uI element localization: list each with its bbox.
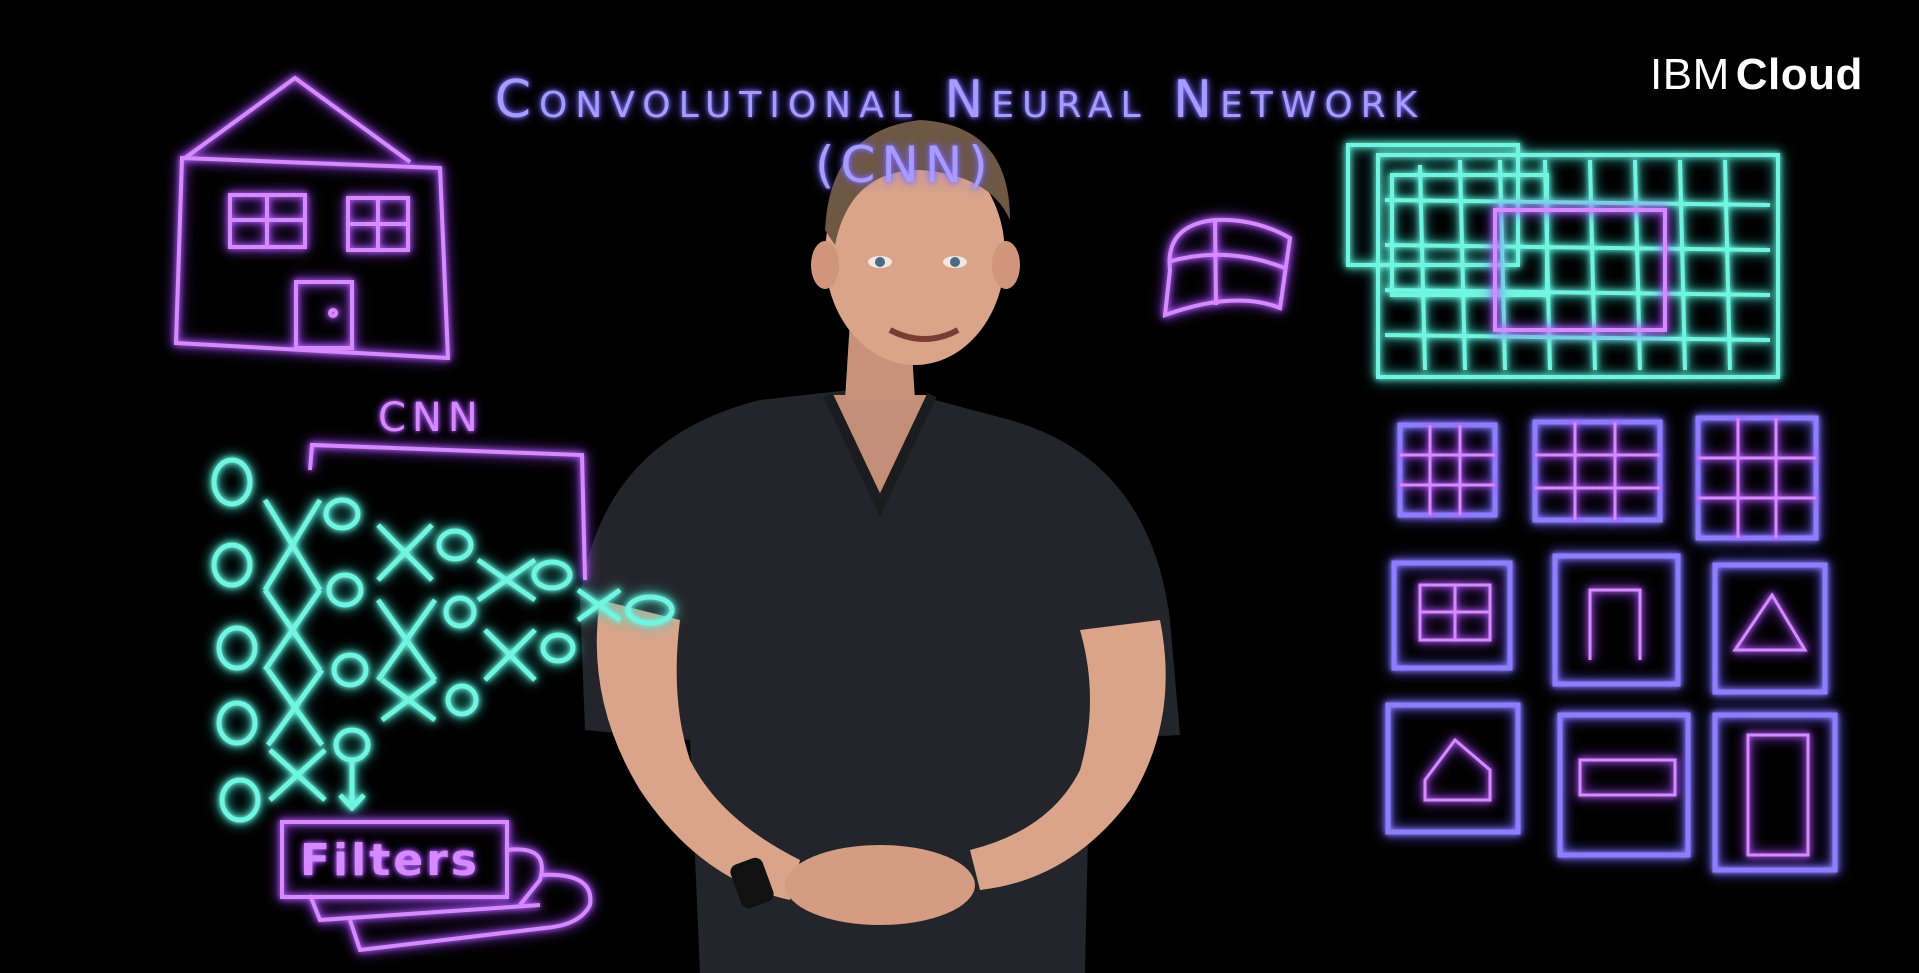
- board-title-abbrev: (CNN): [815, 136, 994, 194]
- neural-net-nodes-icon: [211, 457, 675, 823]
- board-title: Convolutional Neural Network: [494, 70, 1426, 130]
- window-feature-icon: [1162, 217, 1293, 318]
- diagram-label: CNN: [378, 395, 484, 441]
- pixel-grid-icon: [1346, 143, 1780, 379]
- house-drawing-icon: [173, 75, 451, 361]
- logo-ibm-text: IBM: [1650, 50, 1730, 99]
- filter-tiles-icon: [1385, 415, 1838, 873]
- filters-label: Filters: [300, 835, 480, 886]
- logo-cloud-text: Cloud: [1735, 50, 1863, 99]
